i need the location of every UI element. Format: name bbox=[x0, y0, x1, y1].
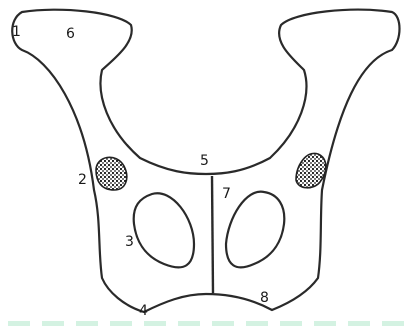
footer-dash bbox=[42, 321, 64, 326]
left-foramen bbox=[134, 193, 194, 267]
footer-dash bbox=[280, 321, 302, 326]
right-foramen bbox=[226, 192, 284, 268]
label-1: 1 bbox=[12, 24, 21, 40]
footer-dash-strip bbox=[0, 320, 409, 327]
footer-dashes bbox=[8, 321, 404, 326]
label-7: 7 bbox=[222, 186, 231, 202]
label-4: 4 bbox=[139, 303, 148, 319]
footer-dash bbox=[76, 321, 98, 326]
footer-dash bbox=[314, 321, 336, 326]
footer-dash bbox=[382, 321, 404, 326]
footer-dash bbox=[348, 321, 370, 326]
footer-dash bbox=[110, 321, 132, 326]
footer-dash bbox=[212, 321, 234, 326]
label-6: 6 bbox=[66, 26, 75, 42]
label-8: 8 bbox=[260, 290, 269, 306]
footer-dash bbox=[8, 321, 30, 326]
footer-dash bbox=[178, 321, 200, 326]
label-2: 2 bbox=[78, 172, 87, 188]
label-3: 3 bbox=[125, 234, 134, 250]
left-acetabulum-stipple bbox=[96, 157, 127, 190]
pubic-symphysis-line bbox=[212, 176, 213, 293]
footer-dash bbox=[144, 321, 166, 326]
label-5: 5 bbox=[200, 153, 209, 169]
right-acetabulum-stipple bbox=[296, 153, 326, 187]
footer-dash bbox=[246, 321, 268, 326]
